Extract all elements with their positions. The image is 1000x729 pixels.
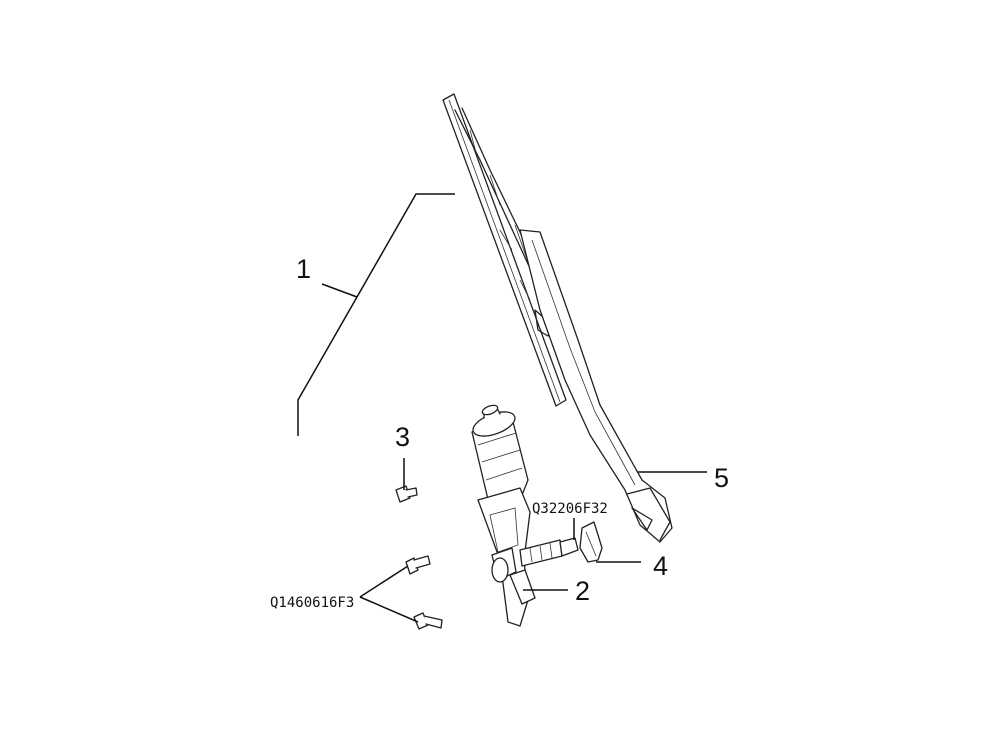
leader-bolts: [359, 565, 419, 623]
pivot-cap: [579, 521, 603, 563]
bolt-lower: [413, 612, 443, 630]
callout-5: 5: [714, 463, 729, 493]
callout-1: 1: [296, 254, 311, 284]
callout-4: 4: [653, 551, 668, 581]
part-number-bolts: Q1460616F3: [270, 595, 354, 611]
wiper-motor: [471, 404, 579, 627]
callout-3: 3: [395, 422, 410, 452]
wiper-blade: [442, 93, 571, 407]
leader-1: [297, 193, 455, 436]
bolt-3: [395, 485, 418, 503]
wiper-arm: [519, 229, 673, 543]
callout-2: 2: [575, 576, 590, 606]
bolt-upper: [405, 555, 431, 575]
part-number-nut: Q32206F32: [532, 501, 608, 517]
